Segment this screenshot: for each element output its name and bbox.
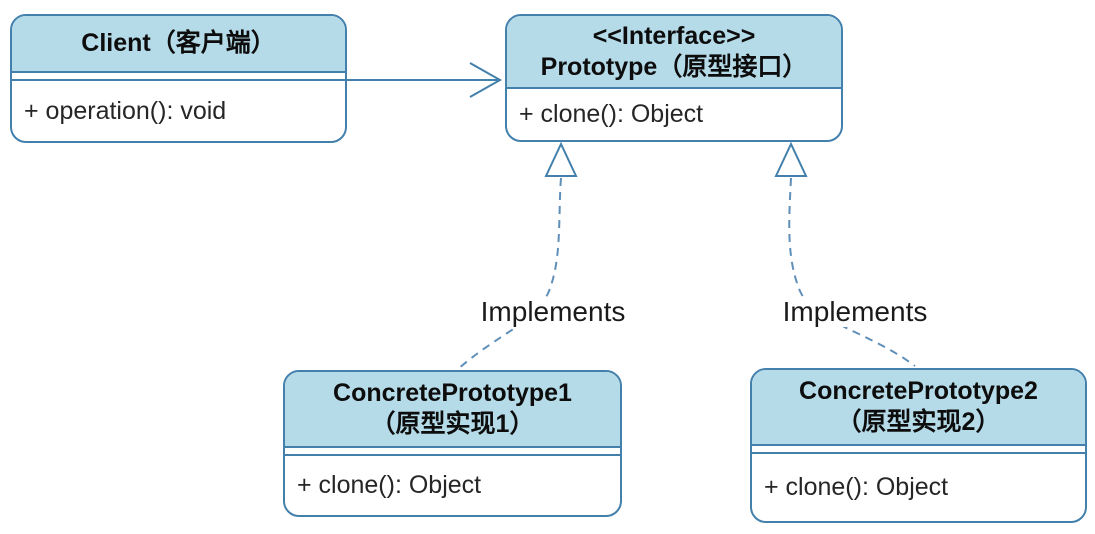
realization-triangle-arrowhead-1-icon	[544, 141, 578, 177]
class-title-prototype: Prototype（原型接口）	[540, 52, 808, 81]
methods-compartment-prototype: + clone(): Object	[507, 89, 841, 140]
class-box-client: Client（客户端） + operation(): void	[10, 14, 347, 143]
implements-label-2: Implements	[775, 297, 935, 327]
class-header-concrete-prototype-1: ConcretePrototype1 （原型实现1）	[285, 372, 620, 448]
methods-compartment-client: + operation(): void	[12, 81, 345, 141]
method-text-prototype: + clone(): Object	[519, 100, 704, 128]
class-header-prototype: <<Interface>> Prototype（原型接口）	[507, 16, 841, 89]
methods-compartment-concrete-prototype-1: + clone(): Object	[285, 456, 620, 515]
class-box-prototype: <<Interface>> Prototype（原型接口） + clone():…	[505, 14, 843, 142]
realization-triangle-arrowhead-2-icon	[774, 141, 808, 177]
attributes-compartment-concrete-prototype-1	[285, 448, 620, 456]
class-subtitle-concrete-prototype-2: （原型实现2）	[836, 408, 1001, 436]
class-title-client: Client（客户端）	[81, 29, 276, 57]
attributes-compartment-concrete-prototype-2	[752, 446, 1085, 454]
method-text-concrete-prototype-1: + clone(): Object	[297, 471, 482, 499]
class-box-concrete-prototype-1: ConcretePrototype1 （原型实现1） + clone(): Ob…	[283, 370, 622, 517]
method-text-concrete-prototype-2: + clone(): Object	[764, 473, 949, 501]
realization-dashed-line-1	[457, 177, 562, 370]
class-box-concrete-prototype-2: ConcretePrototype2 （原型实现2） + clone(): Ob…	[750, 368, 1087, 523]
methods-compartment-concrete-prototype-2: + clone(): Object	[752, 454, 1085, 521]
realization-dashed-line-2	[788, 177, 916, 367]
class-title-concrete-prototype-1: ConcretePrototype1	[333, 379, 572, 407]
implements-label-1: Implements	[473, 297, 633, 327]
class-title-concrete-prototype-2: ConcretePrototype2	[799, 377, 1038, 405]
class-stereotype-prototype: <<Interface>>	[592, 21, 756, 50]
method-text-client: + operation(): void	[24, 96, 227, 125]
class-subtitle-concrete-prototype-1: （原型实现1）	[370, 410, 535, 438]
class-header-concrete-prototype-2: ConcretePrototype2 （原型实现2）	[752, 370, 1085, 446]
class-header-client: Client（客户端）	[12, 16, 345, 73]
association-open-arrowhead-icon	[469, 62, 503, 98]
attributes-compartment-client	[12, 73, 345, 81]
